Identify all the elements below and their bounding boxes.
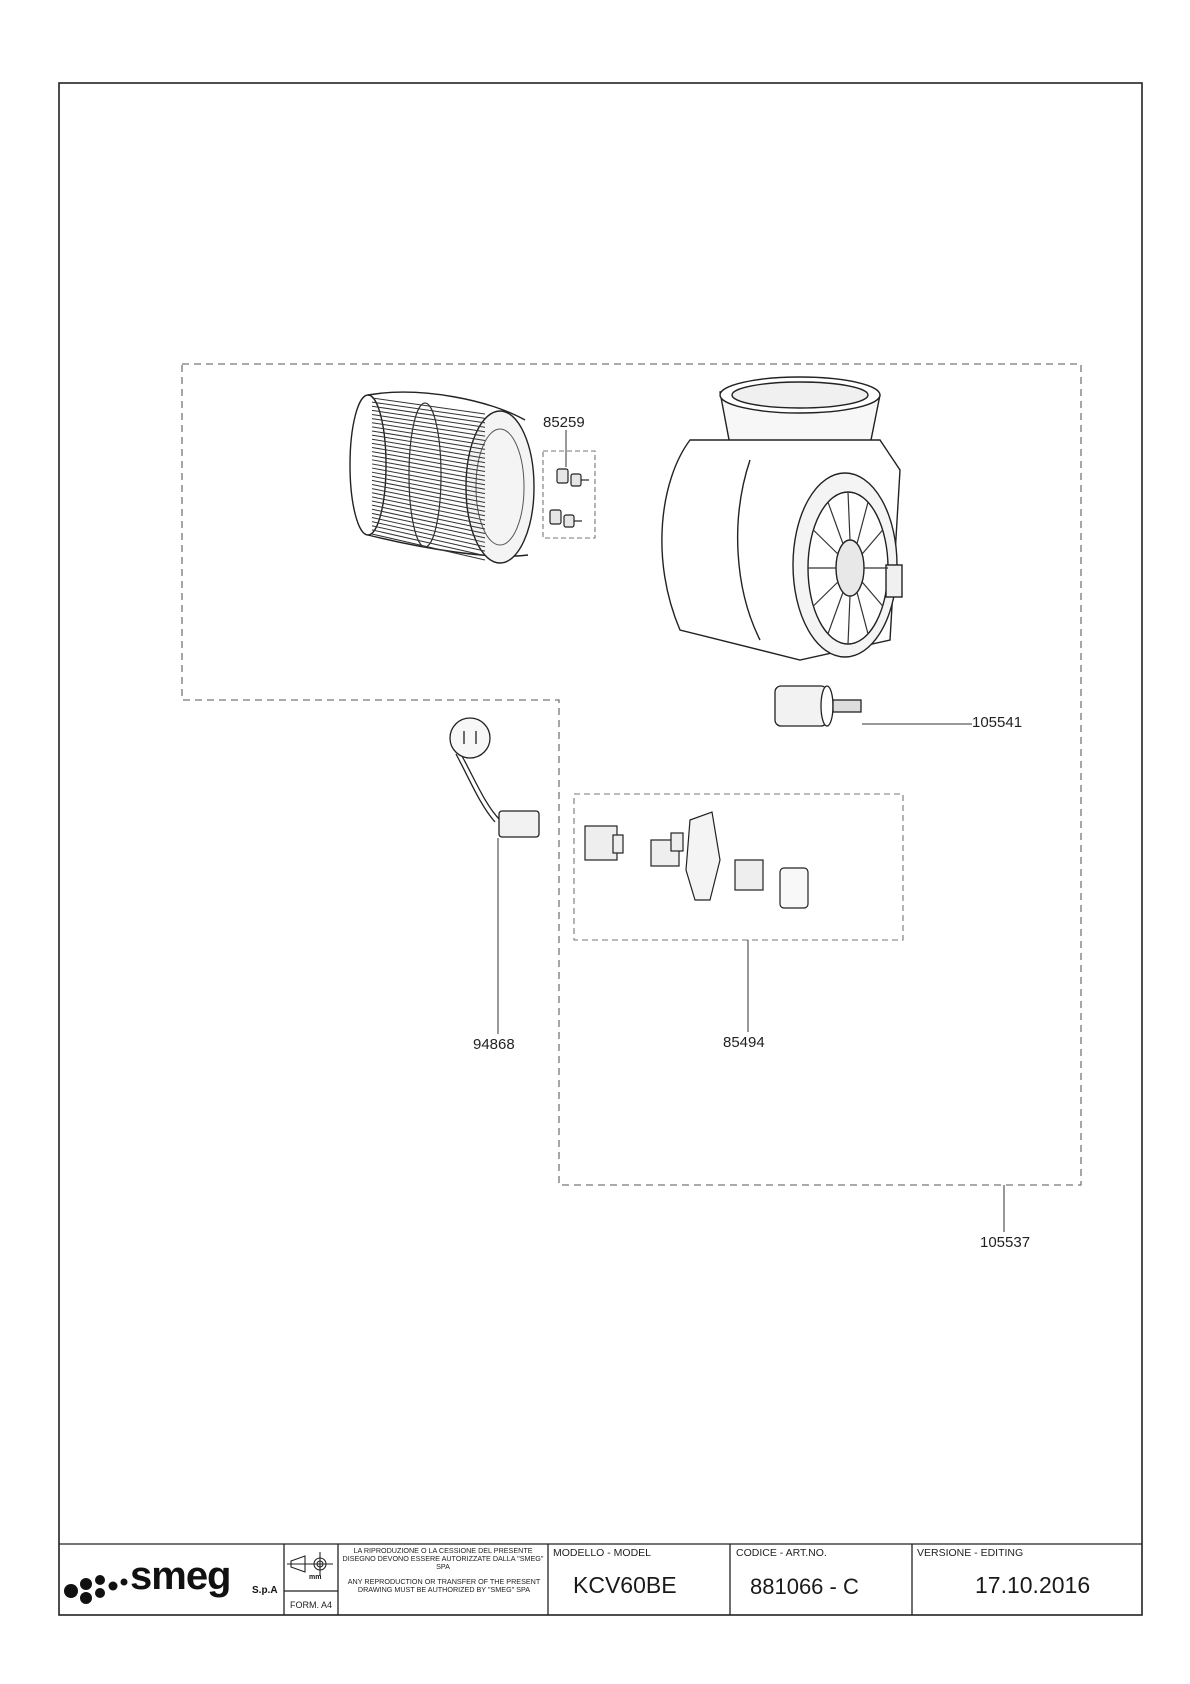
fan-blade bbox=[371, 434, 486, 455]
model-label: MODELLO - MODEL bbox=[553, 1547, 652, 1559]
antivibration-mounts bbox=[549, 468, 589, 528]
connector-parts bbox=[584, 811, 809, 909]
fan-blade bbox=[371, 479, 486, 503]
fan-blade bbox=[371, 484, 486, 508]
grille-spoke bbox=[812, 529, 839, 555]
fan-blade bbox=[371, 459, 486, 481]
title-block-lines bbox=[59, 1543, 1142, 1615]
fan-blade bbox=[371, 500, 486, 526]
fan-blade bbox=[371, 451, 486, 473]
impeller-fan bbox=[349, 391, 535, 564]
code-value: 881066 - C bbox=[750, 1574, 859, 1599]
projection-symbol-icon bbox=[287, 1552, 333, 1576]
fan-blade bbox=[371, 467, 486, 490]
antivibration-kit-box bbox=[542, 450, 596, 539]
fan-blade bbox=[371, 496, 486, 521]
fan-blade bbox=[371, 488, 486, 512]
fan-blade bbox=[371, 405, 486, 424]
part-label-94868: 94868 bbox=[473, 1036, 515, 1053]
part-label-85259: 85259 bbox=[543, 414, 585, 431]
part-label-85494: 85494 bbox=[723, 1034, 765, 1051]
brand-suffix: S.p.A bbox=[252, 1585, 278, 1596]
fan-blade bbox=[371, 401, 486, 419]
brand-logo-text: smeg bbox=[130, 1554, 231, 1598]
grille-spoke bbox=[812, 581, 839, 607]
grille-spoke bbox=[856, 502, 869, 544]
power-cord bbox=[449, 717, 540, 838]
fan-blade bbox=[371, 442, 486, 464]
fan-blade bbox=[371, 463, 486, 486]
motor-housing bbox=[661, 376, 903, 661]
part-label-105537: 105537 bbox=[980, 1234, 1031, 1251]
fan-blade bbox=[371, 471, 486, 495]
reproduction-notice-it: LA RIPRODUZIONE O LA CESSIONE DEL PRESEN… bbox=[342, 1546, 544, 1571]
fan-blade bbox=[371, 529, 486, 557]
grille-spoke bbox=[827, 501, 844, 544]
reproduction-notice-en: ANY REPRODUCTION OR TRANSFER OF THE PRES… bbox=[347, 1577, 541, 1594]
fan-blade bbox=[371, 430, 486, 450]
grille-spoke bbox=[861, 581, 884, 607]
grille-spoke bbox=[847, 595, 851, 645]
fan-blade bbox=[371, 492, 486, 517]
fan-blade bbox=[371, 533, 486, 561]
fan-blade bbox=[371, 422, 486, 442]
smeg-logo-icon bbox=[64, 1575, 128, 1604]
grille-spoke bbox=[827, 592, 844, 635]
fan-blade bbox=[371, 475, 486, 499]
fan-blade bbox=[371, 517, 486, 543]
fan-blade bbox=[371, 525, 486, 552]
assembly-dashed-outline bbox=[181, 363, 1082, 1186]
fan-blade bbox=[371, 508, 486, 534]
version-label: VERSIONE - EDITING bbox=[917, 1547, 1024, 1559]
fan-blade bbox=[371, 438, 486, 459]
grille-spoke bbox=[861, 529, 884, 555]
model-value: KCV60BE bbox=[573, 1572, 677, 1598]
fan-blade bbox=[371, 418, 486, 437]
version-value: 17.10.2016 bbox=[975, 1572, 1091, 1598]
grille-spoke bbox=[847, 491, 851, 541]
part-label-105541: 105541 bbox=[972, 714, 1023, 731]
unit-label: mm bbox=[309, 1574, 322, 1581]
fan-blade bbox=[371, 409, 486, 428]
fan-blade bbox=[371, 504, 486, 530]
capacitor bbox=[774, 685, 862, 727]
fan-blade bbox=[371, 446, 486, 468]
grille-spoke bbox=[856, 592, 869, 634]
fan-blade bbox=[371, 397, 486, 415]
fan-blade bbox=[371, 426, 486, 446]
housing-grille bbox=[808, 491, 888, 645]
connector-kit-box bbox=[573, 793, 904, 941]
sheet-border bbox=[58, 82, 1143, 1616]
fan-blade bbox=[371, 413, 486, 433]
code-label: CODICE - ART.NO. bbox=[736, 1547, 827, 1559]
fan-blade bbox=[371, 512, 486, 539]
fan-blade bbox=[371, 521, 486, 548]
format-label: FORM. A4 bbox=[290, 1600, 333, 1610]
fan-blade bbox=[371, 455, 486, 477]
